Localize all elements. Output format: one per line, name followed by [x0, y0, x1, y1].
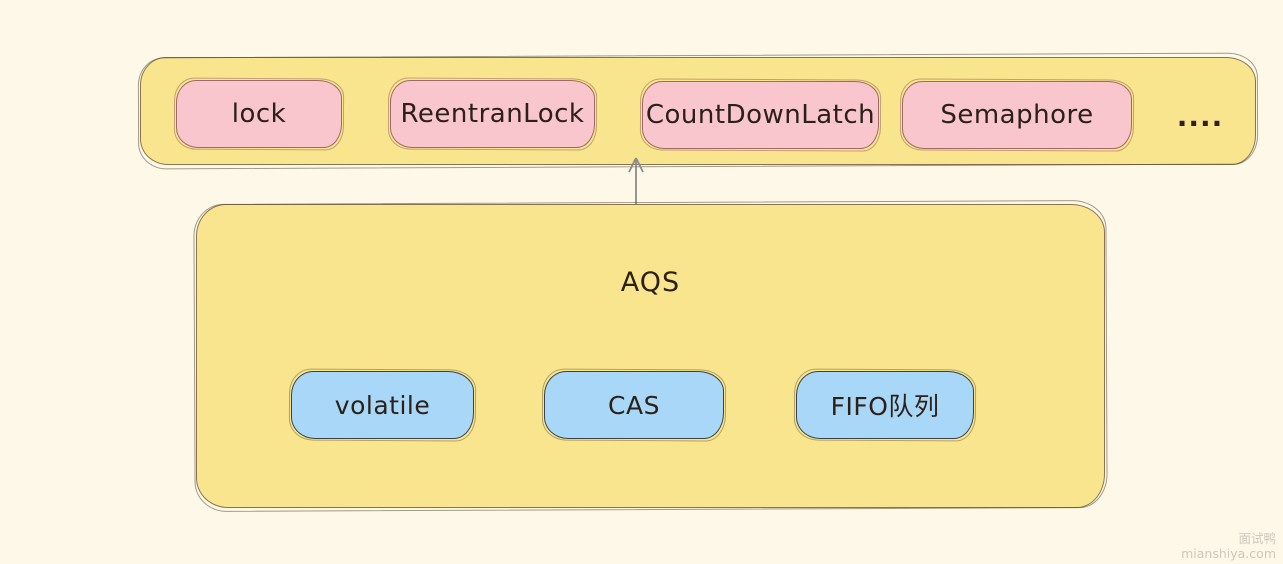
chip-semaphore-label: Semaphore	[940, 100, 1094, 130]
aqs-box: AQS volatile CAS FIFO队列	[196, 204, 1105, 508]
chip-lock: lock	[176, 80, 342, 148]
chip-lock-label: lock	[231, 99, 287, 129]
arrow-up-icon	[628, 157, 644, 208]
chip-volatile-label: volatile	[334, 390, 431, 420]
watermark-site-url: mianshiya.com	[1181, 546, 1276, 561]
more-items-ellipsis: ....	[1176, 99, 1224, 133]
chip-countdownlatch: CountDownLatch	[642, 81, 879, 149]
chip-semaphore: Semaphore	[902, 81, 1132, 149]
chip-fifo-queue: FIFO队列	[796, 371, 974, 439]
watermark-site-name: 面试鸭	[1238, 531, 1276, 546]
chip-fifo-queue-label: FIFO队列	[830, 392, 940, 421]
chip-cas: CAS	[544, 371, 724, 439]
chip-reentranlock-label: ReentranLock	[400, 99, 585, 129]
chip-countdownlatch-label: CountDownLatch	[645, 100, 876, 130]
chip-volatile: volatile	[291, 371, 474, 439]
chip-reentranlock: ReentranLock	[390, 80, 595, 148]
chip-cas-label: CAS	[608, 390, 660, 420]
watermark: 面试鸭 mianshiya.com	[1181, 531, 1276, 561]
aqs-title: AQS	[620, 267, 681, 298]
